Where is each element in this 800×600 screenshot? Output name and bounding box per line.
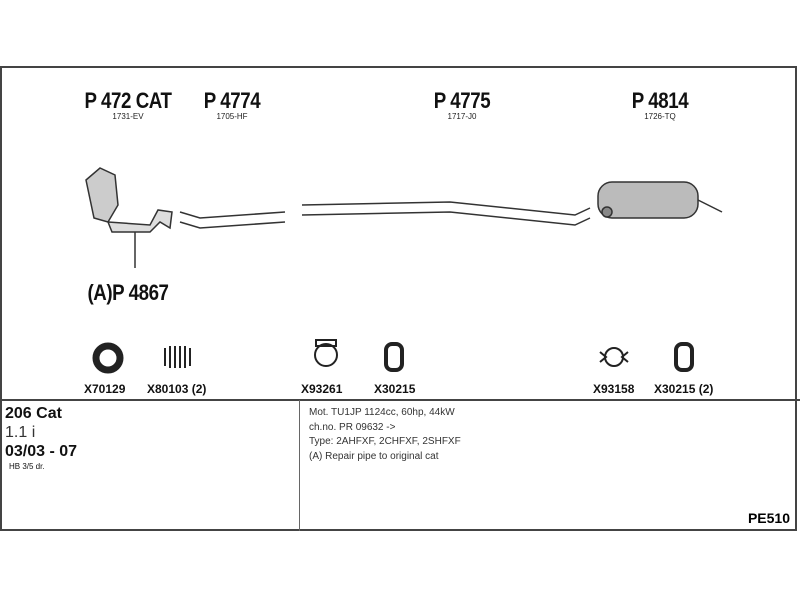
accessory-label[interactable]: X93158 (593, 382, 635, 396)
note-line: (A) Repair pipe to original cat (309, 450, 439, 462)
part-cat[interactable]: P 472 CAT 1731-EV (77, 88, 179, 121)
hanger-icon (674, 342, 694, 372)
accessory-label[interactable]: X30215 (2) (654, 382, 714, 396)
part-number: P 472 CAT (84, 88, 172, 113)
part-number: P 4814 (631, 88, 689, 113)
diagram-code: PE510 (747, 510, 790, 526)
part-front-pipe[interactable]: P 4774 1705-HF (199, 88, 265, 121)
part-code: 1717-J0 (447, 112, 477, 121)
part-code: 1731-EV (112, 112, 144, 121)
notes: Mot. TU1JP 1124cc, 60hp, 44kW ch.no. PR … (309, 406, 461, 464)
spring-icon (164, 346, 191, 368)
part-code: 1705-HF (216, 112, 248, 121)
note-line: Type: 2AHFXF, 2CHFXF, 2SHFXF (309, 436, 461, 447)
accessory-label[interactable]: X93261 (301, 382, 343, 396)
accessory-label[interactable]: X70129 (84, 382, 126, 396)
vehicle-years: 03/03 - 07 (5, 443, 78, 460)
middle-pipe-drawing (301, 201, 591, 226)
part-repair-pipe[interactable]: (A)P 4867 (80, 280, 175, 306)
vehicle-info: 206 Cat 1.1 i 03/03 - 07 HB 3/5 dr. (5, 404, 77, 473)
part-number: P 4775 (433, 88, 491, 113)
accessory-label[interactable]: X80103 (2) (147, 382, 207, 396)
clamp-icon (599, 347, 629, 367)
vehicle-model: 206 Cat (5, 405, 62, 422)
part-rear-silencer[interactable]: P 4814 1726-TQ (627, 88, 693, 121)
divider (0, 399, 800, 401)
rear-silencer-drawing (597, 181, 723, 219)
hanger-icon (384, 342, 404, 372)
accessory-label[interactable]: X30215 (374, 382, 416, 396)
part-number: P 4774 (203, 88, 261, 113)
front-pipe-drawing (179, 211, 286, 229)
part-number: (A)P 4867 (87, 280, 169, 305)
part-middle-pipe[interactable]: P 4775 1717-J0 (429, 88, 495, 121)
note-line: ch.no. PR 09632 -> (309, 421, 396, 433)
vehicle-body: HB 3/5 dr. (9, 462, 45, 471)
diagram-frame (0, 66, 797, 531)
part-code: 1726-TQ (644, 112, 676, 121)
clamp-icon (314, 339, 338, 367)
divider (299, 400, 300, 531)
catalyst-drawing (85, 167, 173, 268)
note-line: Mot. TU1JP 1124cc, 60hp, 44kW (309, 407, 455, 418)
gasket-icon (92, 342, 124, 374)
vehicle-engine: 1.1 i (5, 424, 36, 441)
